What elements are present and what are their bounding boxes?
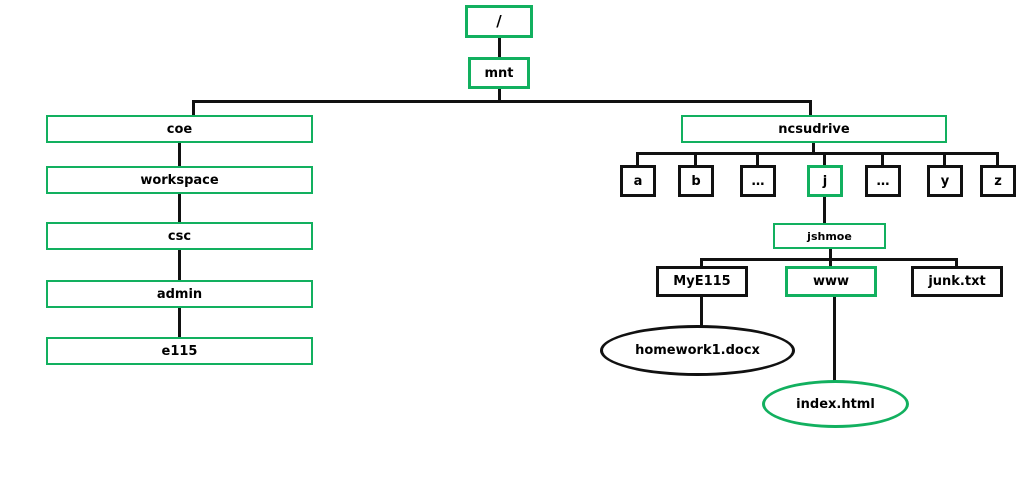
node-junktxt[interactable]: junk.txt <box>911 266 1003 297</box>
edge-bus-to-b <box>694 152 697 166</box>
edge-bus-to-ellipsis-left <box>756 152 759 166</box>
node-letter-z[interactable]: z <box>980 165 1016 197</box>
node-letter-b[interactable]: b <box>678 165 714 197</box>
edge-bus-to-coe <box>192 100 195 116</box>
node-indexhtml[interactable]: index.html <box>762 380 909 428</box>
edge-bus-to-y <box>943 152 946 166</box>
node-e115[interactable]: e115 <box>46 337 313 365</box>
edge-bus-to-j <box>823 152 826 166</box>
edge-j-to-jshmoe <box>823 197 826 224</box>
edge-jshmoe-to-bus <box>829 249 832 259</box>
edge-www-to-indexhtml <box>833 297 836 385</box>
edge-csc-to-admin <box>178 249 181 281</box>
edge-ncsudrive-to-bus <box>812 142 815 155</box>
edge-root-to-mnt <box>498 38 501 57</box>
edge-coe-to-workspace <box>178 142 181 167</box>
node-letter-y[interactable]: y <box>927 165 963 197</box>
node-ellipsis-right[interactable]: … <box>865 165 901 197</box>
edge-bus-to-ncsudrive <box>809 100 812 116</box>
node-letter-a[interactable]: a <box>620 165 656 197</box>
edge-workspace-to-csc <box>178 193 181 223</box>
edge-admin-to-e115 <box>178 307 181 338</box>
node-letter-j[interactable]: j <box>807 165 843 197</box>
node-csc[interactable]: csc <box>46 222 313 250</box>
node-homework1[interactable]: homework1.docx <box>600 325 795 376</box>
edge-bus-to-mye115 <box>700 258 703 268</box>
node-mnt[interactable]: mnt <box>468 57 530 89</box>
edge-mnt-to-bus <box>498 89 501 102</box>
node-www[interactable]: www <box>785 266 877 297</box>
node-jshmoe[interactable]: jshmoe <box>773 223 886 249</box>
node-mye115[interactable]: MyE115 <box>656 266 748 297</box>
node-coe[interactable]: coe <box>46 115 313 143</box>
edge-bus-to-z <box>996 152 999 166</box>
edge-bus-to-a <box>636 152 639 166</box>
node-ncsudrive[interactable]: ncsudrive <box>681 115 947 143</box>
edge-bus-to-www <box>829 258 832 268</box>
edge-bus-mnt <box>192 100 809 103</box>
edge-bus-to-ellipsis-right <box>881 152 884 166</box>
edge-bus-letters <box>636 152 998 155</box>
edge-mye115-to-homework1 <box>700 297 703 330</box>
node-ellipsis-left[interactable]: … <box>740 165 776 197</box>
node-root[interactable]: / <box>465 5 533 38</box>
node-admin[interactable]: admin <box>46 280 313 308</box>
edge-bus-to-junktxt <box>955 258 958 268</box>
node-workspace[interactable]: workspace <box>46 166 313 194</box>
